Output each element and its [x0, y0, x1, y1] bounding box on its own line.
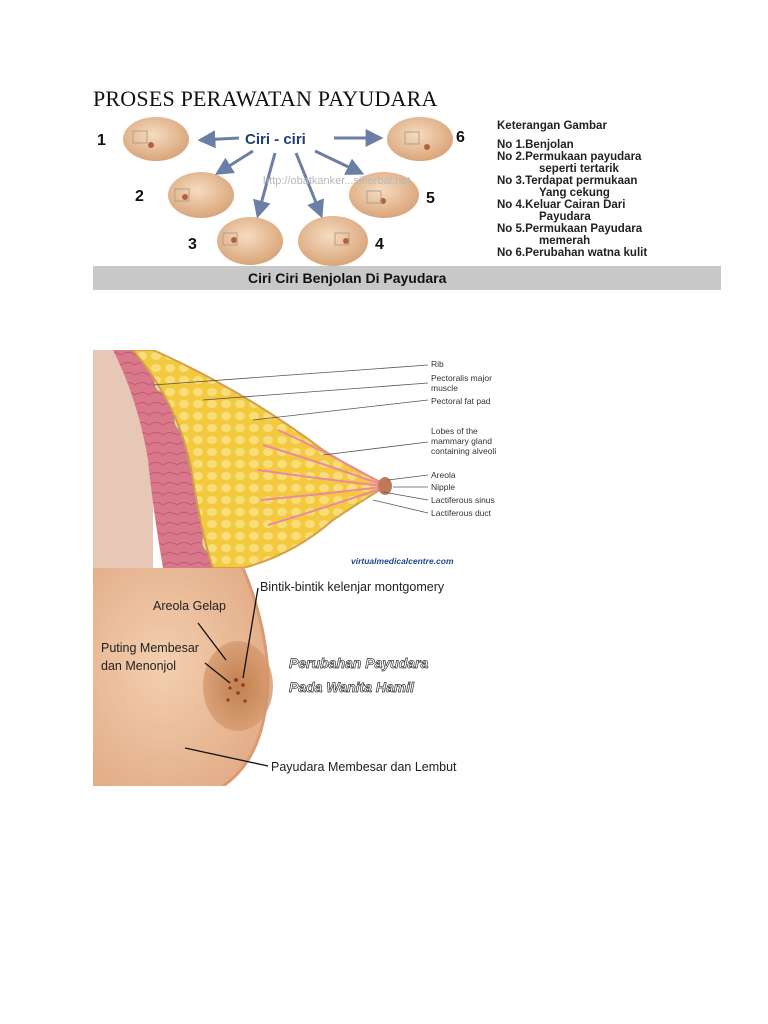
- number-5: 5: [426, 190, 435, 207]
- legend-line: No 5.Permukaan Payudara: [497, 223, 643, 235]
- figure-title-2: Pada Wanita Hamil: [289, 679, 415, 695]
- legend-title: Keterangan Gambar: [497, 120, 607, 132]
- number-2: 2: [135, 188, 144, 205]
- legend-line: No 1.Benjolan: [497, 139, 574, 151]
- number-3: 3: [188, 236, 197, 253]
- breast-illustration-3: [217, 217, 283, 265]
- label-duct: Lactiferous duct: [431, 508, 492, 518]
- breast-illustration-4: [298, 216, 368, 266]
- banner-text: Ciri Ciri Benjolan Di Payudara: [248, 270, 447, 286]
- legend-line: Payudara: [539, 211, 591, 223]
- label-fat-pad: Pectoral fat pad: [431, 396, 491, 406]
- breast-illustration-1: [123, 117, 189, 161]
- label-nipple-1: Puting Membesar: [101, 641, 199, 655]
- label-lobes: Lobes of the: [431, 426, 478, 436]
- fat-pad: [131, 350, 391, 568]
- label-lines: [152, 364, 429, 514]
- label-pectoralis-2: muscle: [431, 383, 458, 393]
- ciri-label: Ciri - ciri: [245, 131, 306, 148]
- pregnancy-labels: Bintik-bintik kelenjar montgomery Areola…: [101, 580, 457, 774]
- watermark: http://obatkanker...siherbal.net: [263, 175, 410, 187]
- label-nipple: Nipple: [431, 482, 455, 492]
- label-sinus: Lactiferous sinus: [431, 495, 495, 505]
- pectoral-muscle: [113, 350, 213, 568]
- legend-line: No 2.Permukaan payudara: [497, 151, 642, 163]
- label-lobes-2: mammary gland: [431, 436, 492, 446]
- label-areola-dark: Areola Gelap: [153, 599, 226, 613]
- breast-illustration-6: [387, 117, 453, 161]
- legend-line: No 6.Perubahan watna kulit: [497, 247, 647, 259]
- number-4: 4: [375, 236, 384, 253]
- label-nipple-2: dan Menonjol: [101, 659, 176, 673]
- label-areola: Areola: [431, 470, 456, 480]
- legend-line: seperti tertarik: [539, 163, 620, 175]
- banner: [93, 266, 721, 290]
- credit: virtualmedicalcentre.com: [351, 556, 454, 566]
- legend-line: No 4.Keluar Cairan Dari: [497, 199, 625, 211]
- number-1: 1: [97, 132, 106, 149]
- figure-title-1: Perubahan Payudara: [289, 655, 428, 671]
- breast-illustration-5: [349, 172, 419, 218]
- number-6: 6: [456, 129, 465, 146]
- breast-lump-signs-figure: Ciri - ciri 1 2 3 4 5 6 http://obatkanke…: [93, 115, 721, 290]
- breast-illustration-2: [168, 172, 234, 218]
- label-lobes-3: containing alveoli: [431, 446, 496, 456]
- legend-line: No 3.Terdapat permukaan: [497, 175, 637, 187]
- label-pectoralis: Pectoralis major: [431, 373, 492, 383]
- label-rib: Rib: [431, 359, 444, 369]
- breast-shape: [93, 568, 268, 786]
- montgomery-spots: [226, 678, 247, 703]
- page-title: PROSES PERAWATAN PAYUDARA: [93, 86, 438, 111]
- legend-line: memerah: [539, 235, 590, 247]
- label-enlarge: Payudara Membesar dan Lembut: [271, 760, 457, 774]
- arrows: [197, 129, 384, 219]
- legend-line: Yang cekung: [539, 187, 610, 199]
- pointer-lines: [184, 587, 269, 767]
- areola-shape: [203, 641, 273, 731]
- nipple-shape: [378, 477, 392, 495]
- pregnancy-breast-changes-figure: Bintik-bintik kelenjar montgomery Areola…: [93, 568, 473, 786]
- breast-anatomy-figure: Rib Pectoralis major muscle Pectoral fat…: [93, 350, 543, 568]
- label-montgomery: Bintik-bintik kelenjar montgomery: [260, 580, 445, 594]
- mammary-lobes: [257, 429, 384, 526]
- anatomy-labels: Rib Pectoralis major muscle Pectoral fat…: [431, 359, 496, 518]
- legend: Keterangan Gambar No 1.Benjolan No 2.Per…: [497, 120, 647, 259]
